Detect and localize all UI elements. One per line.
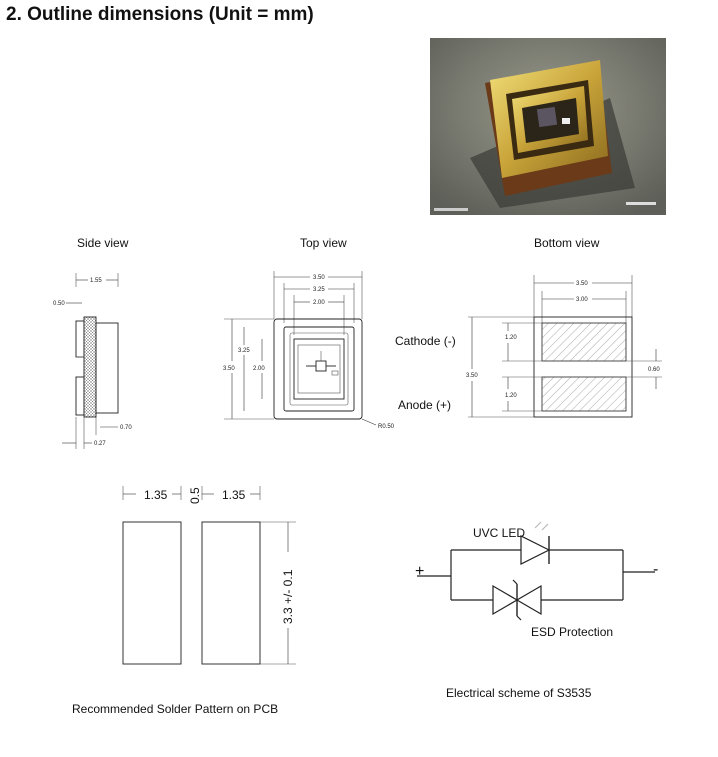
bottom-dim-v120a: 1.20: [505, 335, 517, 341]
top-dim-v200: 2.00: [253, 366, 265, 372]
solder-pattern-drawing: 1.35 0.5 1.35 3.3 +/- 0.1: [122, 486, 296, 665]
side-dim-070: 0.70: [120, 425, 132, 431]
solder-width-1: 1.35: [144, 488, 168, 502]
bottom-dim-v350: 3.50: [466, 373, 478, 379]
side-view-drawing: 1.55 0.50 0.70 0.27: [53, 273, 132, 449]
plus-terminal: +: [415, 563, 424, 580]
page-title: 2. Outline dimensions (Unit = mm): [6, 4, 314, 25]
top-dim-200: 2.00: [313, 300, 325, 306]
anode-label: Anode (+): [398, 398, 452, 412]
top-dim-v325: 3.25: [238, 348, 250, 354]
solder-caption: Recommended Solder Pattern on PCB: [72, 702, 279, 716]
side-view-label: Side view: [77, 236, 129, 250]
solder-gap: 0.5: [188, 487, 202, 504]
led-package-photo: [430, 38, 666, 215]
side-dim-155: 1.55: [90, 278, 102, 284]
bottom-dim-v120b: 1.20: [505, 393, 517, 399]
top-view-drawing: 3.50 3.25 2.00 3.50 3.25 2.00 R0.50: [223, 271, 395, 430]
bottom-dim-300: 3.00: [576, 297, 588, 303]
electrical-scheme-drawing: UVC LED + - ESD Protection: [415, 521, 658, 639]
scheme-caption: Electrical scheme of S3535: [446, 686, 592, 700]
uvc-led-label: UVC LED: [473, 526, 525, 540]
top-dim-325: 3.25: [313, 287, 325, 293]
bottom-dim-v060: 0.60: [648, 367, 660, 373]
top-dim-v350: 3.50: [223, 366, 235, 372]
bottom-view-label: Bottom view: [534, 236, 600, 250]
cathode-label: Cathode (-): [395, 334, 456, 348]
side-dim-050: 0.50: [53, 301, 65, 307]
bottom-view-drawing: 3.50 3.00 3.50 1.20 1.20 0.60: [466, 275, 662, 418]
side-dim-027: 0.27: [94, 441, 106, 447]
minus-terminal: -: [653, 561, 658, 578]
top-view-label: Top view: [300, 236, 347, 250]
top-dim-r050: R0.50: [378, 424, 395, 430]
bottom-dim-350: 3.50: [576, 281, 588, 287]
solder-width-2: 1.35: [222, 488, 246, 502]
solder-height: 3.3 +/- 0.1: [281, 569, 295, 624]
top-dim-350: 3.50: [313, 275, 325, 281]
esd-label: ESD Protection: [531, 625, 613, 639]
